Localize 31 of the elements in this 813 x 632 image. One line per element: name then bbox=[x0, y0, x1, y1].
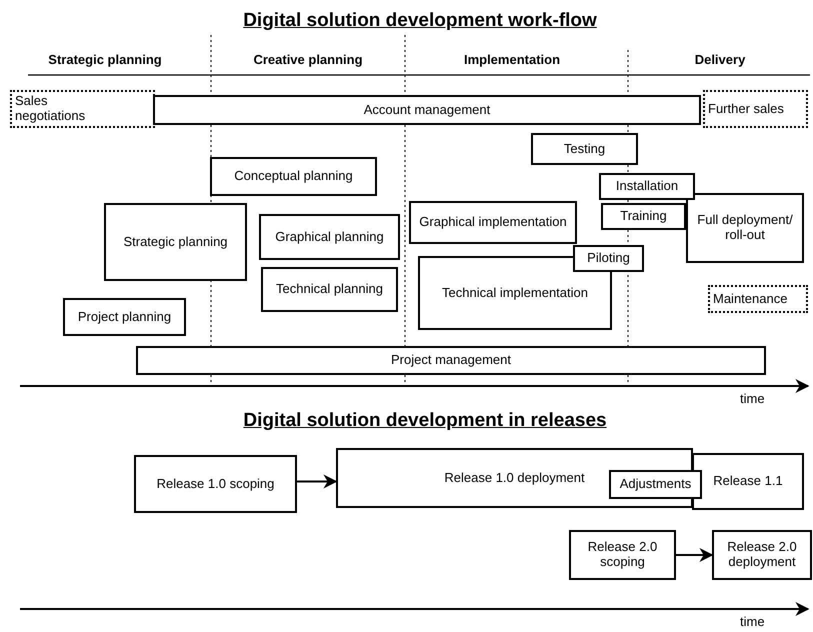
arrow bbox=[297, 474, 338, 488]
optional-task-box: Sales negotiations bbox=[10, 90, 155, 128]
task-box: Project management bbox=[136, 346, 766, 375]
task-box: Graphical planning bbox=[259, 214, 400, 260]
task-box: Release 1.0 scoping bbox=[134, 455, 297, 513]
optional-task-box: Maintenance bbox=[708, 285, 808, 313]
task-box: Adjustments bbox=[609, 470, 702, 499]
task-box: Technical planning bbox=[261, 267, 398, 312]
phase-heading: Delivery bbox=[694, 52, 746, 67]
task-box: Release 1.1 bbox=[692, 453, 804, 510]
axis-label: time bbox=[740, 391, 765, 406]
task-box: Testing bbox=[531, 133, 638, 165]
phase-heading: Implementation bbox=[464, 52, 560, 67]
task-box: Strategic planning bbox=[104, 203, 247, 281]
task-box: Training bbox=[601, 203, 686, 230]
task-box: Release 2.0 scoping bbox=[569, 530, 676, 580]
task-box: Release 2.0 deployment bbox=[712, 530, 812, 580]
task-box: Project planning bbox=[63, 298, 186, 336]
task-box: Piloting bbox=[573, 245, 644, 272]
task-box: Installation bbox=[599, 173, 695, 200]
phase-heading: Strategic planning bbox=[48, 52, 162, 67]
diagram-title: Digital solution development work-flow bbox=[243, 10, 597, 32]
phase-heading: Creative planning bbox=[253, 52, 363, 67]
arrow bbox=[676, 548, 714, 562]
task-box: Conceptual planning bbox=[210, 157, 377, 196]
task-box: Graphical implementation bbox=[409, 201, 577, 244]
axis-label: time bbox=[740, 614, 765, 629]
optional-task-box: Further sales bbox=[703, 90, 808, 128]
task-box: Full deployment/ roll-out bbox=[686, 193, 804, 263]
task-box: Account management bbox=[153, 95, 701, 125]
section-title: Digital solution development in releases bbox=[243, 410, 607, 432]
